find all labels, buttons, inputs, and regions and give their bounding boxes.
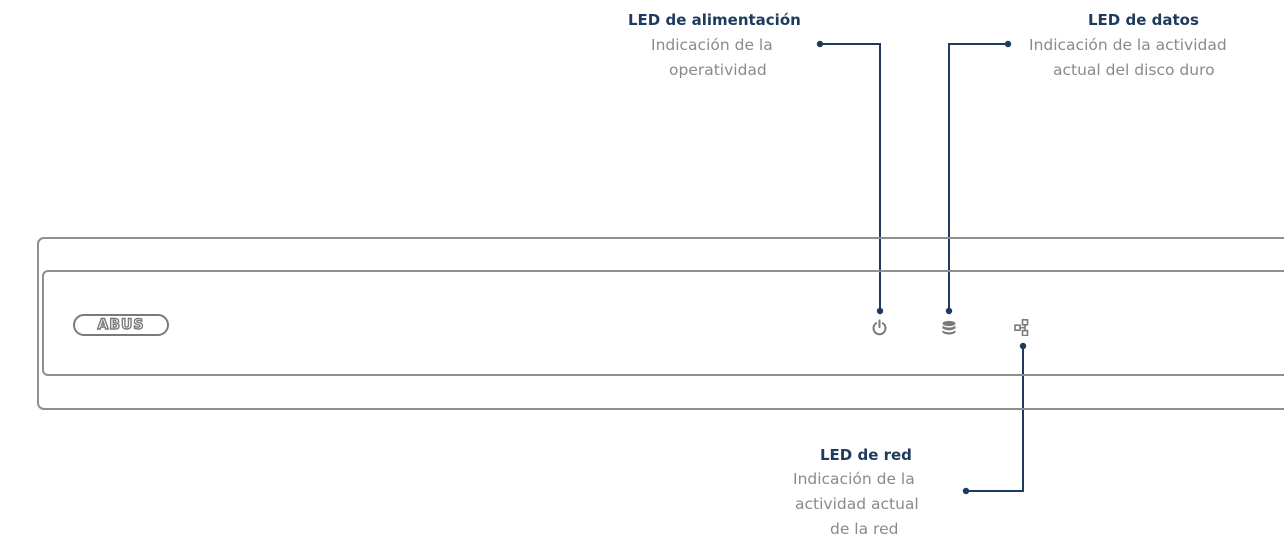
power-led-description-line-2: operatividad	[669, 61, 767, 79]
network-led-description-line-3: de la red	[830, 520, 899, 538]
abus-logo-text: ABUS	[97, 316, 145, 333]
network-leader-line	[962, 342, 1027, 495]
network-icon	[1014, 319, 1029, 336]
device-inner-panel	[42, 270, 1284, 376]
network-led-title: LED de red	[820, 446, 912, 464]
data-leader-line	[945, 40, 1012, 315]
device-front-panel	[37, 237, 1284, 410]
power-icon	[872, 319, 887, 336]
data-led-title: LED de datos	[1088, 11, 1199, 29]
database-icon	[942, 320, 956, 335]
network-led-description-line-2: actividad actual	[795, 495, 919, 513]
data-led-description-line-1: Indicación de la actividad	[1029, 36, 1227, 54]
power-led-title: LED de alimentación	[628, 11, 801, 29]
data-led-description-line-2: actual del disco duro	[1053, 61, 1215, 79]
abus-logo: ABUS	[73, 314, 169, 336]
power-led-description-line-1: Indicación de la	[651, 36, 773, 54]
power-leader-line	[816, 40, 884, 315]
network-led-description-line-1: Indicación de la	[793, 470, 915, 488]
